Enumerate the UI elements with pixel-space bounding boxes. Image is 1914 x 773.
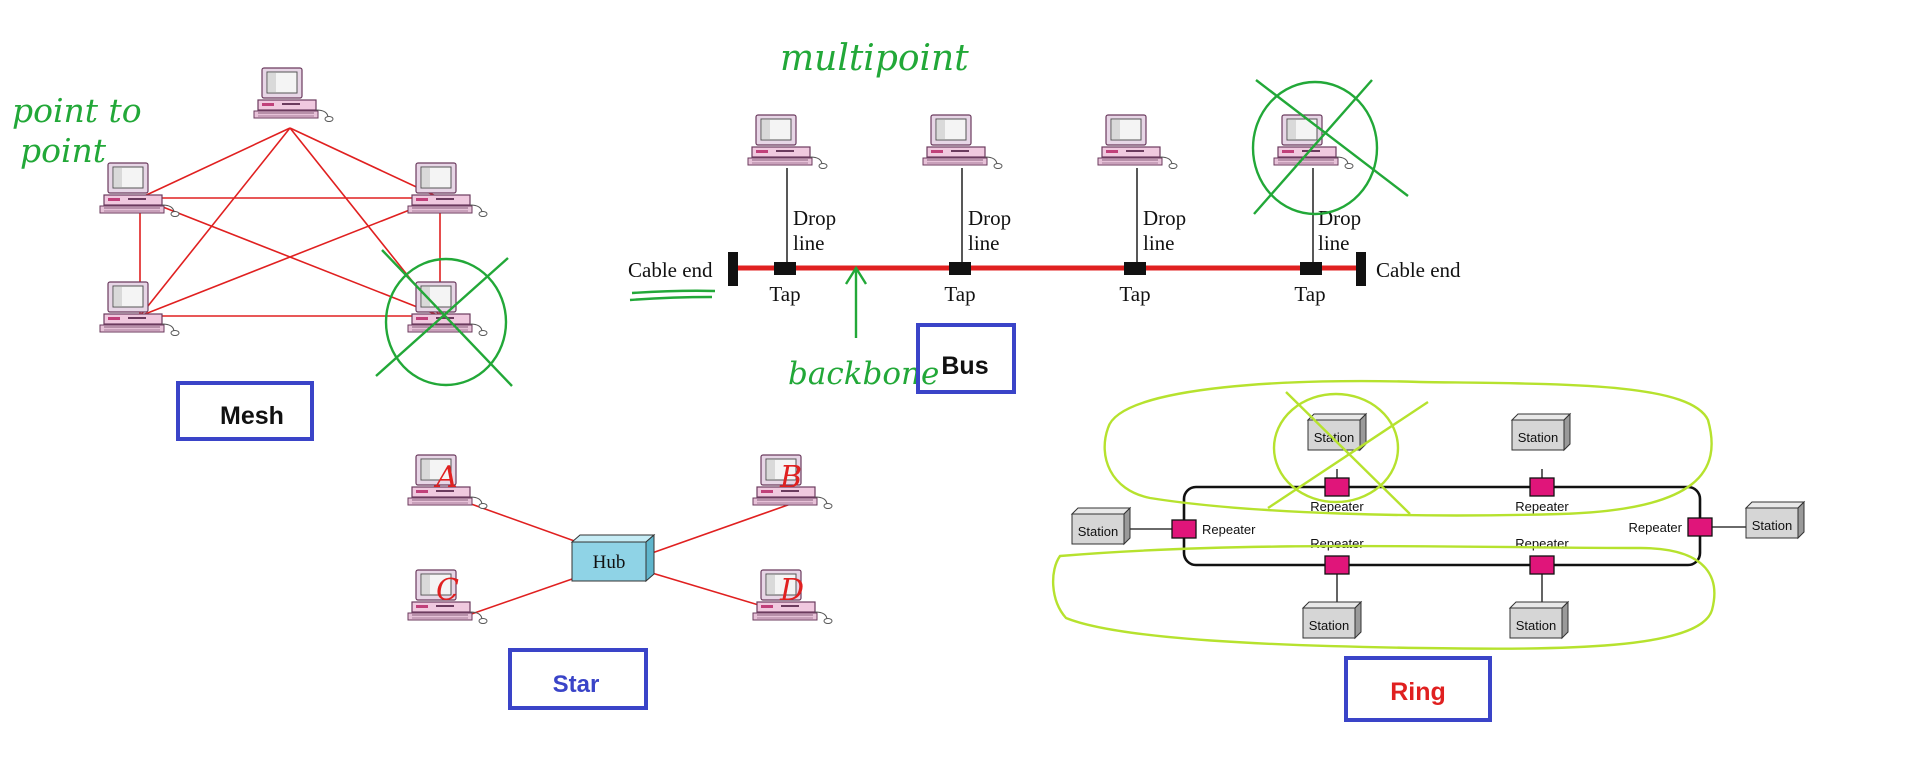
- hub-label: Hub: [593, 552, 626, 573]
- repeater-label: Repeater: [1310, 536, 1364, 551]
- drop-line-label: Drop: [1143, 206, 1186, 230]
- station-label: Station: [1309, 618, 1349, 633]
- annotation-backbone: backbone: [788, 356, 939, 392]
- star-title: Star: [553, 671, 600, 698]
- bus-label-box: [916, 323, 1016, 394]
- backbone-arrow: [844, 265, 868, 338]
- bus-node-1: Drop line Tap: [747, 114, 836, 306]
- station-label: Station: [1078, 524, 1118, 539]
- ring-station-links: [1128, 469, 1746, 606]
- star-hub: Hub: [570, 533, 656, 583]
- drop-line-label: line: [968, 231, 1000, 255]
- bus-cable-end-left: [728, 252, 738, 286]
- mesh-label-box: [176, 381, 314, 441]
- star-letter-a: A: [433, 460, 458, 495]
- ring-highlight-marks: [1051, 379, 1716, 650]
- mesh-crossed-out-mark: [375, 249, 513, 387]
- station-label: Station: [1518, 430, 1558, 445]
- annotation-multipoint: multipoint: [780, 38, 969, 79]
- annotation-point-to: point to: [12, 91, 142, 130]
- ring-diagram: Station Station Station Station Station …: [1051, 379, 1805, 722]
- mesh-computer-top: [253, 67, 334, 123]
- mesh-title: Mesh: [220, 402, 284, 430]
- ring-repeaters: [1171, 477, 1713, 575]
- tap-label: Tap: [944, 282, 975, 306]
- repeater-label: Repeater: [1515, 499, 1569, 514]
- star-letter-d: D: [779, 573, 804, 608]
- drop-line-label: Drop: [968, 206, 1011, 230]
- tap-label: Tap: [1294, 282, 1325, 306]
- mesh-computer-left-lower: [99, 281, 180, 337]
- bus-node-2: Drop line Tap: [922, 114, 1011, 306]
- bus-cable-end-right: [1356, 252, 1366, 286]
- star-label-box: [508, 648, 648, 710]
- cable-end-underline: [629, 289, 716, 302]
- repeater-label: Repeater: [1629, 520, 1683, 535]
- ring-label-box: [1344, 656, 1492, 722]
- bus-node-4: Drop line Tap: [1273, 114, 1361, 306]
- ring-title: Ring: [1390, 678, 1446, 706]
- drop-line-label: line: [1318, 231, 1350, 255]
- bus-node-3: Drop line Tap: [1097, 114, 1186, 306]
- mesh-diagram: Mesh: [99, 67, 513, 441]
- star-letter-b: B: [779, 460, 802, 495]
- tap-label: Tap: [769, 282, 800, 306]
- bus-diagram: multipoint Drop line Tap Drop line Tap D…: [628, 38, 1461, 394]
- bus-title: Bus: [941, 352, 988, 380]
- annotation-point: point: [20, 131, 107, 170]
- tap-label: Tap: [1119, 282, 1150, 306]
- cable-end-label-left: Cable end: [628, 258, 713, 282]
- station-label: Station: [1752, 518, 1792, 533]
- mesh-links: [139, 127, 441, 317]
- drop-line-label: line: [793, 231, 825, 255]
- repeater-label: Repeater: [1515, 536, 1569, 551]
- star-letter-c: C: [436, 573, 459, 608]
- repeater-label: Repeater: [1202, 522, 1256, 537]
- cable-end-label-right: Cable end: [1376, 258, 1461, 282]
- ring-loop: [1182, 485, 1702, 567]
- station-label: Station: [1516, 618, 1556, 633]
- station-label: Station: [1314, 430, 1354, 445]
- mesh-computer-right-upper: [407, 162, 488, 218]
- star-diagram: A B C D Hub Star: [407, 454, 833, 710]
- drop-line-label: line: [1143, 231, 1175, 255]
- bus-crossed-out-mark: [1251, 79, 1409, 216]
- drop-line-label: Drop: [793, 206, 836, 230]
- repeater-label: Repeater: [1310, 499, 1364, 514]
